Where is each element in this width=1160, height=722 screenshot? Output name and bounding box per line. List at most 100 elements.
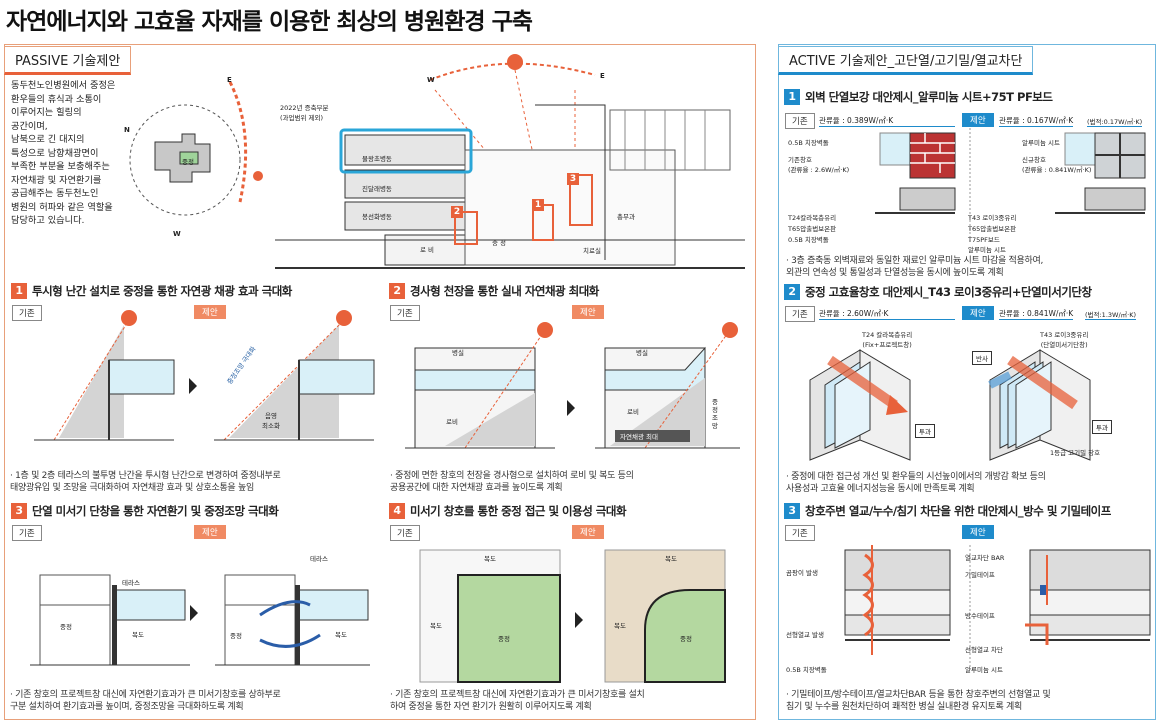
s1-title: 투시형 난간 설치로 중정을 통한 자연광 채광 효과 극대화 [32,284,292,298]
a2-number: 2 [784,284,800,300]
active-panel [778,44,1156,720]
a2-reflect: 반사 [972,351,992,365]
s4-number: 4 [389,503,405,519]
s3-before-label: 기존 [12,525,42,541]
section-marker-2: 2 [451,206,463,218]
s4-court-after: 중정 [680,635,692,643]
s4-court-before: 중정 [498,635,510,643]
a2-b-glass: T24 칼라복층유리 (Fix+프로젝트창) [862,331,913,349]
s4-diagram [419,549,726,683]
s2-after-label: 제안 [572,305,604,319]
s1-number: 1 [11,283,27,299]
s3-diagram [30,574,370,666]
a2-diagram [809,349,1091,461]
s4-text: · 기존 창호의 프로젝트창 대신에 자연환기효과가 큰 미서기창호를 설치 하… [390,690,645,712]
s2-before-label: 기존 [390,305,420,321]
a1-b-label-3: T24칼라복층유리 [788,214,837,222]
passive-panel [4,44,756,720]
s4-after-label: 제안 [572,525,604,539]
a3-a-label-4: 알루미늄 시트 [965,666,1003,674]
section-marker-1: 1 [532,199,544,211]
a2-text: · 중정에 대한 접근성 개선 및 환우들의 시선높이에서의 개방감 확보 등의… [786,472,1046,494]
a1-number: 1 [784,89,800,105]
s2-lobby-after: 로비 [627,408,639,416]
building-section-drawing [275,54,745,269]
a3-number: 3 [784,503,800,519]
a3-after-label: 제안 [962,525,994,539]
a1-a-label-1: 신규창호 [1022,156,1046,164]
active-tab[interactable]: ACTIVE 기술제안_고단열/고기밀/열교차단 [778,46,1034,75]
s2-lobby-before: 로비 [446,418,458,426]
compass-e: E [227,76,232,84]
a1-after-label: 제안 [962,113,994,127]
a2-after-label: 제안 [962,306,994,320]
a1-a-label-3: T43 로이3중유리 [968,214,1017,222]
a1-a-label-5: T75PF보드 [968,236,1000,244]
a1-after-law: (법적:0.17W/㎡·K) [1087,118,1143,127]
compass-diagram [129,81,263,216]
s1-after-label: 제안 [194,305,226,319]
s2-number: 2 [389,283,405,299]
s3-court-before: 중정 [60,623,72,631]
a1-before-label: 기존 [785,113,815,129]
passive-tab[interactable]: PASSIVE 기술제안 [4,46,132,75]
a3-diagram [844,545,1151,670]
passive-s4-heading: 4 미서기 창호를 통한 중정 접근 및 이용성 극대화 [389,503,627,519]
s2-court-view: 중 정 조 망 [712,398,718,430]
a3-before-label: 기존 [785,525,815,541]
a2-grade: 1등급 고기밀 창호 [1050,449,1101,457]
a3-b-label-1: 선형열교 발생 [786,631,824,639]
section-marker-3: 3 [567,173,579,185]
a2-before-label: 기존 [785,306,815,322]
s4-before-label: 기존 [390,525,420,541]
a2-title: 중정 고효율창호 대안제시_T43 로이3중유리+단열미서기단창 [805,285,1092,299]
s3-terrace-before: 테라스 [122,579,140,587]
page-title: 자연에너지와 고효율 자재를 이용한 최상의 병원환경 구축 [6,9,533,35]
s3-terrace-after: 테라스 [310,555,328,563]
a1-diagram [875,128,1146,243]
section-w-label: W [427,76,435,84]
passive-intro: 동두천노인병원에서 중정은 환우들의 휴식과 소통이 이루어지는 힐링의 공간이… [11,80,116,226]
s2-max-light: 자연채광 최대 [620,433,658,441]
a1-b-label-0: 0.5B 치장벽돌 [788,139,829,147]
s4-corridor-left-before: 복도 [430,622,442,630]
s3-corridor-before: 복도 [132,631,144,639]
a2-transmit-after: 투과 [1092,420,1112,434]
s3-text: · 기존 창호의 프로젝트창 대신에 자연환기효과가 큰 미서기창호를 상하부로… [10,690,281,712]
section-extension-label: 2022년 증축부분 (과업범위 제외) [280,104,329,122]
a1-a-label-2: (관류율 : 0.841W/㎡·K) [1022,166,1092,174]
a3-title: 창호주변 열교/누수/침기 차단을 위한 대안제시_방수 및 기밀테이프 [805,504,1111,518]
a1-before-val: 관류율 : 0.389W/㎡·K [819,115,955,127]
s2-diagram [405,322,740,449]
a1-title: 외벽 단열보강 대안제시_알루미늄 시트+75T PF보드 [805,90,1053,104]
s4-corridor-left-after: 복도 [614,622,626,630]
a1-b-label-1: 기존창호 [788,156,812,164]
section-lobby-label: 로 비 [420,246,435,254]
s3-corridor-after: 복도 [335,631,347,639]
a3-a-label-3: 선형열교 차단 [965,646,1003,654]
a2-a-glass: T43 로이3중유리 (단열미서기단창) [1040,331,1089,349]
a3-a-label-1: 기밀테이프 [965,571,995,579]
s1-text: · 1층 및 2층 테라스의 불투명 난간을 투시형 난간으로 변경하여 중정내… [10,471,281,493]
s4-corridor-top-before: 복도 [484,555,496,563]
section-treat-label: 치료실 [583,247,601,255]
a1-a-label-0: 알루미늄 시트 [1022,139,1060,147]
s4-corridor-top-after: 복도 [665,555,677,563]
passive-s3-heading: 3 단열 미서기 단창을 통한 자연환기 및 중정조망 극대화 [11,503,279,519]
s3-number: 3 [11,503,27,519]
passive-s1-heading: 1 투시형 난간 설치로 중정을 통한 자연광 채광 효과 극대화 [11,283,292,299]
a1-after-val: 관류율 : 0.167W/㎡·K [999,116,1074,127]
a1-b-label-4: T65압출법보온판 [788,225,837,233]
a3-a-label-0: 열교차단 BAR [965,554,1005,562]
a3-a-label-2: 방수테이프 [965,612,995,620]
s2-text: · 중정에 면한 창호의 천장을 경사형으로 설치하여 로비 및 복도 등의 공… [390,471,634,493]
s2-title: 경사형 천장을 통한 실내 자연채광 최대화 [410,284,599,298]
s3-court-after: 중정 [230,632,242,640]
a1-b-label-2: (관류율 : 2.6W/㎡·K) [788,166,850,174]
a3-b-label-0: 곰팡이 발생 [786,569,818,577]
s3-title: 단열 미서기 단창을 통한 자연환기 및 중정조망 극대화 [32,504,279,518]
s4-title: 미서기 창호를 통한 중정 접근 및 이용성 극대화 [410,504,627,518]
a1-a-label-4: T65압출법보온판 [968,225,1017,233]
a2-before-val: 관류율 : 2.60W/㎡·K [819,308,955,320]
compass-n: N [124,126,130,134]
